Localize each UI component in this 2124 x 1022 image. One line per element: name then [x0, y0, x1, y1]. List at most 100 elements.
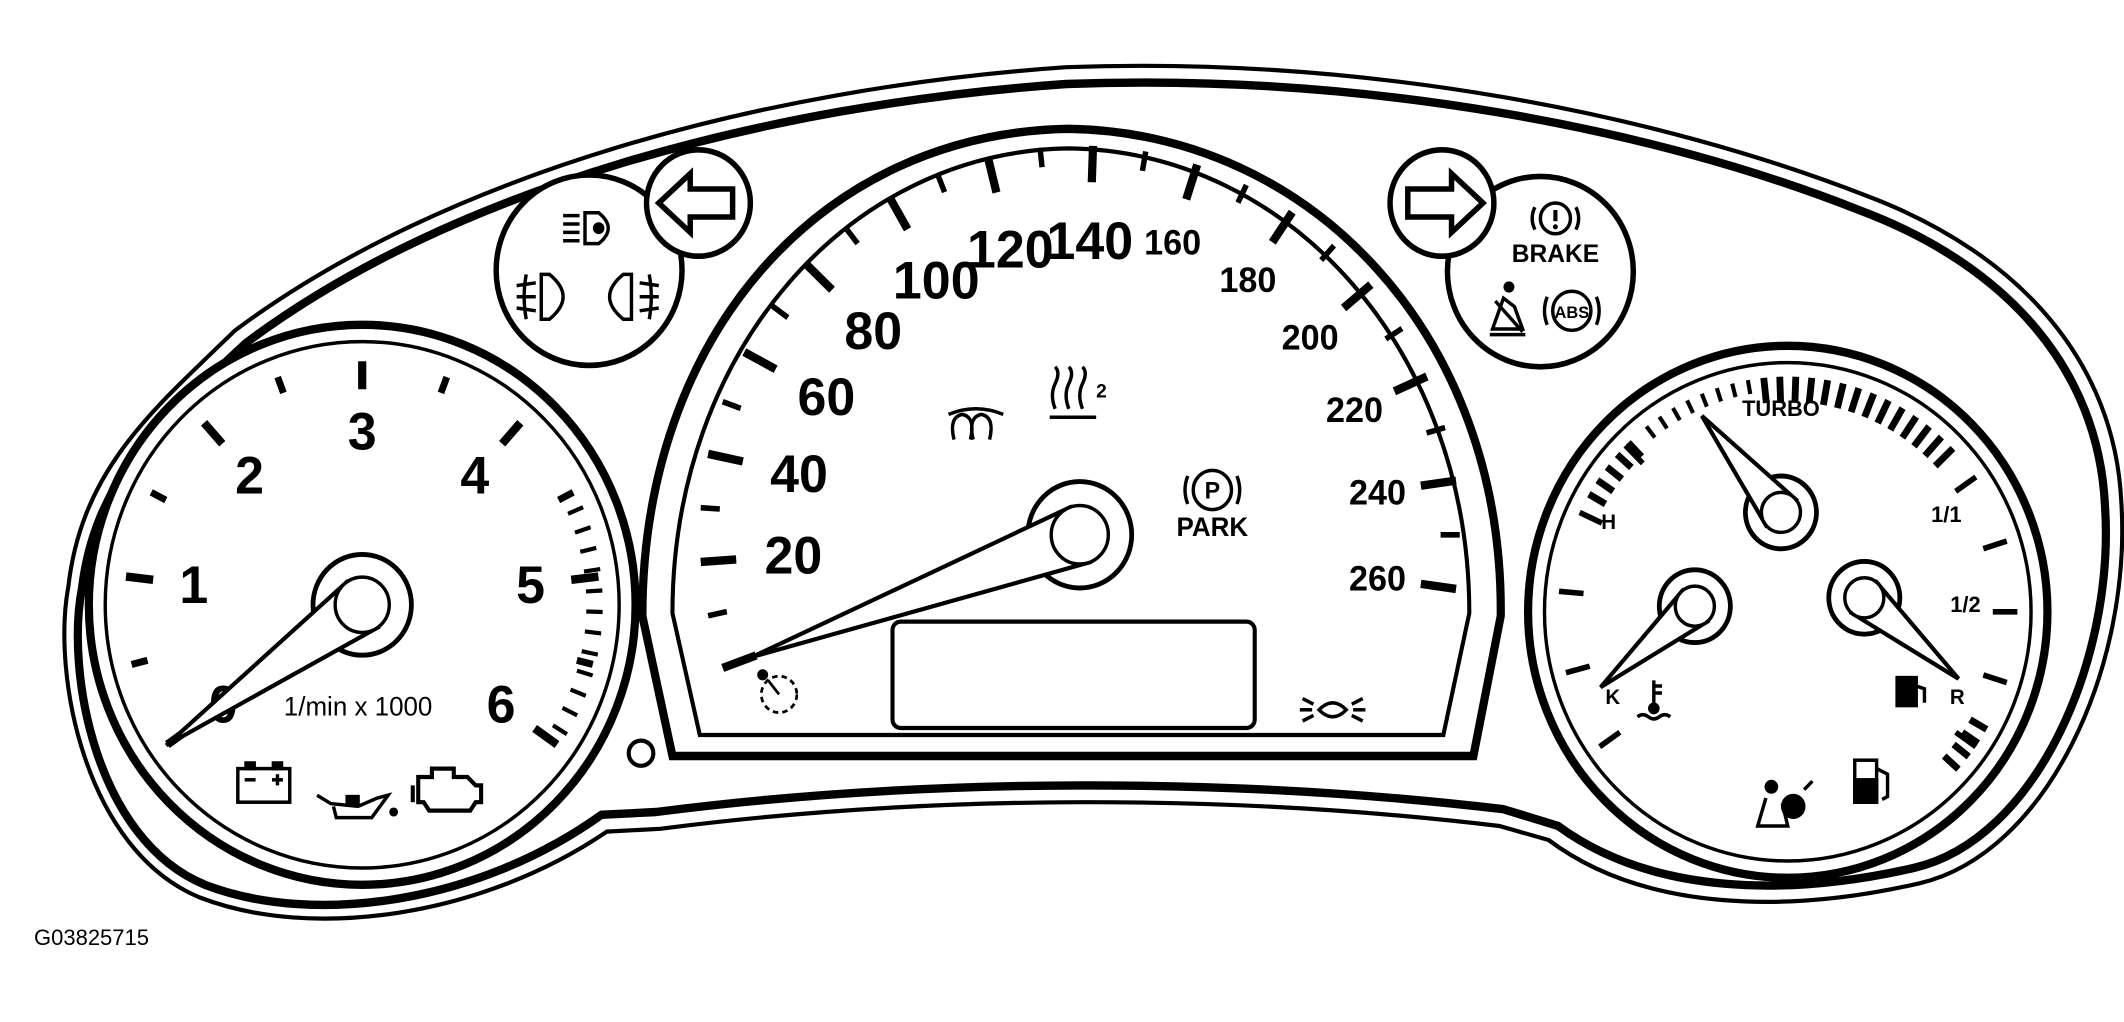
airbag-icon [1755, 779, 1814, 828]
light-bulb-failure-icon [1299, 697, 1366, 723]
turbo-tick [1776, 376, 1785, 403]
turbo-tick [1730, 383, 1738, 398]
left-warning-cluster [493, 147, 754, 369]
speed-minor-tick [707, 608, 728, 619]
tach-major-tick [499, 420, 524, 447]
speed-minor-tick [934, 172, 948, 194]
speed-label-20: 20 [765, 526, 823, 586]
turbo-tick [1932, 445, 1956, 469]
headlight-leveling-icon [563, 211, 610, 246]
left-turn-signal-icon [654, 167, 736, 239]
turbo-tick [1699, 392, 1709, 408]
tach-minor-tick [557, 489, 575, 504]
temp-hot-tick [1595, 477, 1616, 495]
tach-redline-tick [576, 668, 594, 678]
temp-cold-label: K [1605, 686, 1620, 709]
speed-major-tick [721, 651, 758, 672]
fuel-tick [1954, 474, 1978, 494]
tach-major-tick [570, 572, 599, 584]
tach-minor-tick [437, 375, 450, 395]
speed-major-tick [1392, 372, 1429, 396]
tach-label-6: 6 [487, 675, 516, 735]
combination-gauge-scales [1558, 376, 2018, 772]
cruise-control-icon [757, 669, 799, 714]
speed-label-220: 220 [1326, 392, 1383, 430]
temp-hot-tick [1604, 464, 1625, 482]
temp-tick [1558, 588, 1584, 597]
temp-tick [1565, 663, 1591, 676]
tach-redline-tick [581, 649, 599, 657]
temp-hot-tick [1625, 440, 1645, 460]
speed-major-tick [700, 555, 737, 567]
turbo-tick [1791, 376, 1800, 403]
fuel-reserve-tick [1941, 753, 1961, 772]
fuel-half-label: 1/2 [1950, 592, 1980, 617]
speed-major-tick [1420, 579, 1457, 594]
turbo-label: TURBO [1742, 396, 1820, 421]
right-turn-signal-icon [1405, 167, 1488, 239]
tach-redline-tick [569, 687, 587, 698]
turbo-tick [1922, 434, 1944, 459]
trip-reset-knob[interactable] [626, 738, 656, 768]
fuel-tick [1954, 729, 1978, 749]
speed-minor-tick [721, 399, 742, 412]
tach-major-tick [532, 725, 560, 748]
speedometer-needle [751, 479, 1135, 659]
coolant-temp-icon [1636, 680, 1672, 721]
speed-minor-tick [1319, 243, 1337, 263]
speed-major-tick [1420, 476, 1457, 490]
svg-text:2: 2 [1096, 380, 1107, 402]
temp-tick [1598, 729, 1622, 749]
speed-minor-tick [843, 226, 860, 246]
speed-major-tick [983, 156, 1001, 194]
tach-needle-cap [333, 575, 391, 635]
turbo-tick [1847, 387, 1862, 414]
speed-major-tick [1268, 209, 1296, 245]
speed-label-100: 100 [893, 251, 980, 311]
turbo-tick [1834, 382, 1847, 409]
turbo-tick [1911, 424, 1932, 449]
tach-minor-tick [274, 375, 287, 395]
turbo-tick [1805, 377, 1816, 404]
speed-label-160: 160 [1144, 224, 1201, 262]
tach-redline-tick [551, 723, 569, 736]
front-fog-light-icon [516, 272, 565, 321]
temp-needle-cap [1673, 584, 1717, 628]
speed-minor-tick [1037, 147, 1045, 168]
turbo-tick [1760, 377, 1770, 404]
fuel-tick [1982, 538, 2008, 552]
speed-minor-tick [1425, 424, 1446, 436]
turbo-tick [1671, 407, 1682, 422]
tachometer: 0123456 1/min x 1000 [84, 320, 640, 889]
tach-redline-tick [574, 525, 592, 535]
check-engine-icon [410, 766, 484, 813]
parking-brake-icon: P PARK [1177, 468, 1249, 542]
tach-minor-tick [149, 489, 168, 504]
speed-label-140: 140 [1046, 212, 1133, 272]
park-label: PARK [1177, 512, 1249, 542]
turbo-tick [1899, 414, 1920, 440]
fuel-reserve-tick [1968, 716, 1989, 733]
fuel-full-label: 1/1 [1931, 502, 1961, 527]
speed-label-200: 200 [1282, 319, 1339, 357]
speed-minor-tick [770, 303, 790, 320]
speed-minor-tick [700, 504, 721, 512]
brake-warning-icon: BRAKE [1512, 201, 1599, 268]
speedometer-scale [700, 145, 1460, 672]
fuel-reserve-tick [1951, 741, 1971, 760]
right-warning-cluster: BRAKE ABS [1387, 147, 1637, 370]
rear-fog-light-icon [607, 272, 660, 321]
odometer-display [890, 619, 1257, 731]
speed-minor-tick [1235, 183, 1249, 204]
tach-redline-tick [583, 567, 601, 574]
turbo-tick [1685, 399, 1695, 414]
speed-label-240: 240 [1349, 474, 1406, 512]
tach-label-1: 1 [179, 555, 208, 615]
speed-label-60: 60 [797, 367, 855, 427]
turbo-tick [1820, 379, 1832, 406]
tach-redline-tick [584, 629, 602, 636]
tachometer-needle [164, 551, 414, 748]
speed-major-tick [1182, 163, 1202, 201]
speed-label-180: 180 [1219, 262, 1276, 300]
